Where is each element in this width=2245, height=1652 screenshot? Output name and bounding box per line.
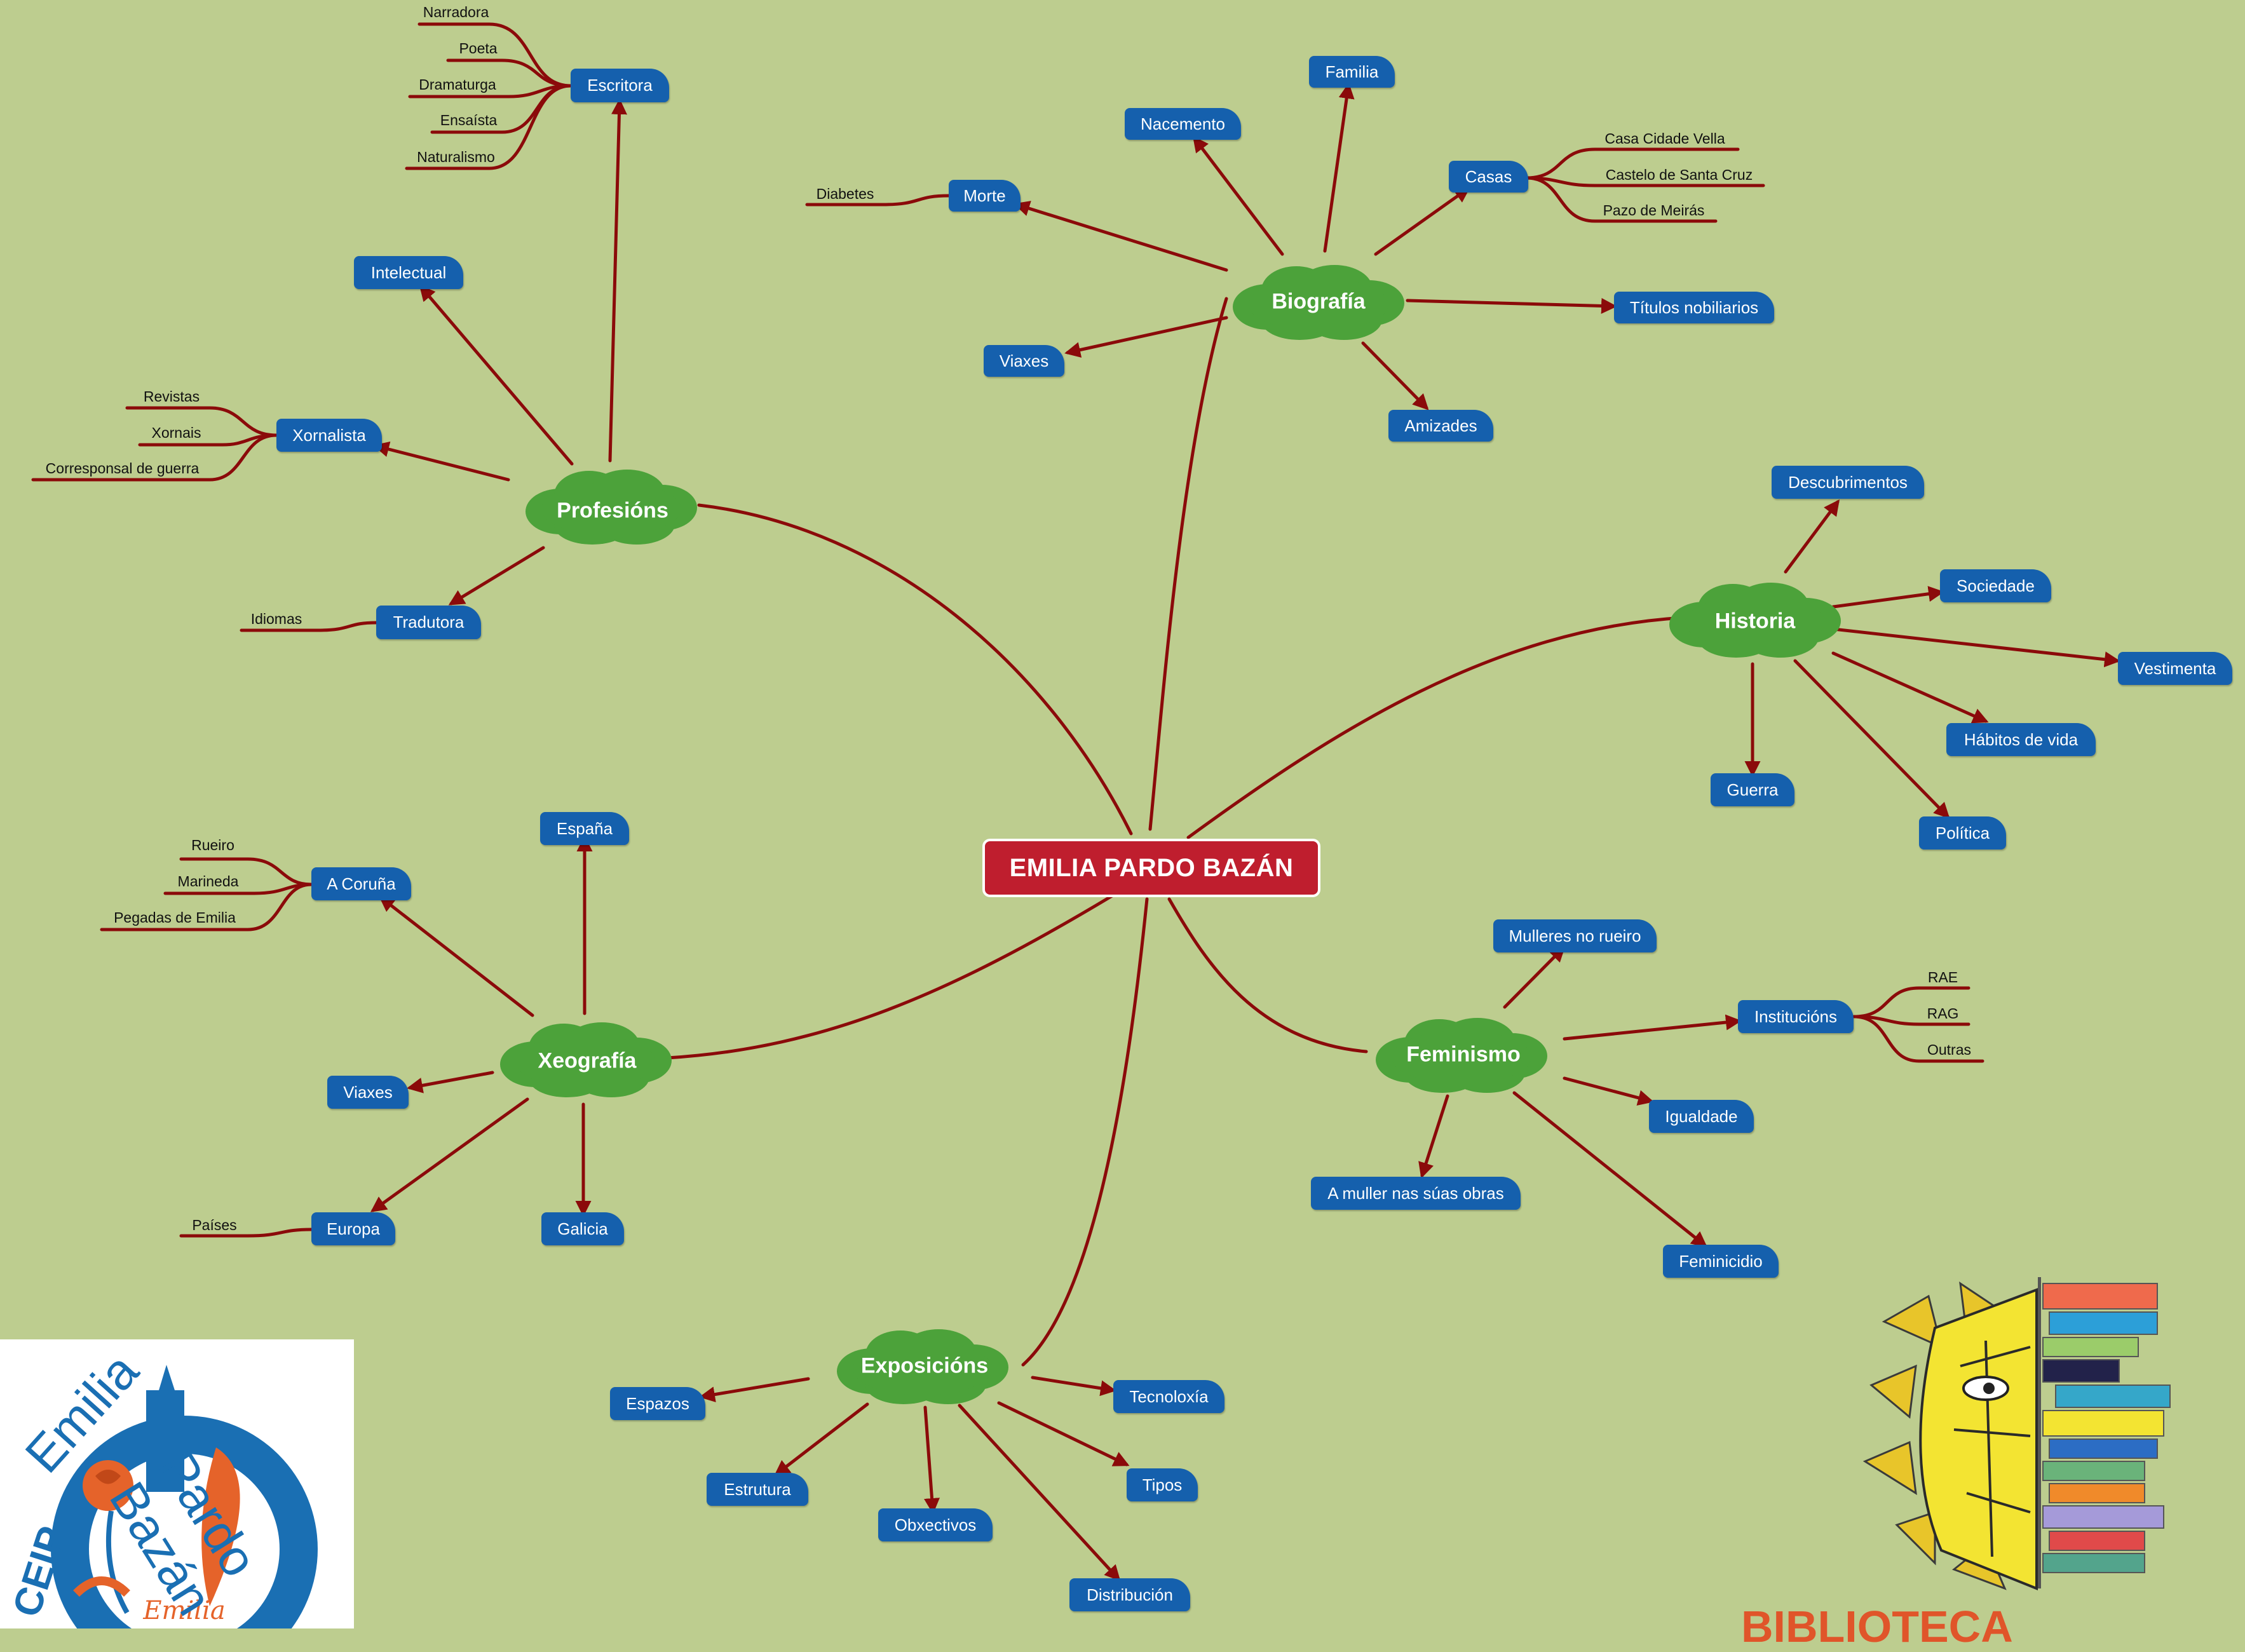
leaf-xornais: Xornais <box>151 424 201 441</box>
leaf-outras: Outras <box>1927 1041 1972 1058</box>
edge-center-xeografia <box>665 894 1114 1060</box>
node-escritora[interactable]: Escritora <box>571 69 669 102</box>
central-topic[interactable]: EMILIA PARDO BAZÁN <box>982 839 1320 897</box>
leaf-narradora: Narradora <box>423 4 489 20</box>
logo-signature: Emilia <box>142 1596 225 1625</box>
node-descubrimentos[interactable]: Descubrimentos <box>1772 466 1924 499</box>
node-tipos[interactable]: Tipos <box>1127 1468 1198 1501</box>
leaf-naturalismo: Naturalismo <box>417 149 495 165</box>
leaf-marineda: Marineda <box>177 873 239 890</box>
library-logo-graphic <box>1862 1277 2171 1590</box>
node-a-coruna[interactable]: A Coruña <box>311 867 411 900</box>
node-estrutura[interactable]: Estrutura <box>707 1473 808 1506</box>
branch-feminismo[interactable]: Feminismo <box>1406 1042 1521 1067</box>
node-espazos[interactable]: Espazos <box>610 1387 705 1420</box>
node-espana[interactable]: España <box>540 812 629 845</box>
edge-center-feminismo <box>1167 897 1368 1053</box>
node-galicia[interactable]: Galicia <box>541 1212 624 1245</box>
node-guerra[interactable]: Guerra <box>1711 773 1794 806</box>
node-familia[interactable]: Familia <box>1309 56 1395 88</box>
leaf-corresponsal-guerra: Corresponsal de guerra <box>45 460 200 477</box>
edge-center-exposicions <box>1021 897 1149 1367</box>
branch-biografia[interactable]: Biografía <box>1272 289 1366 314</box>
branch-exposicions[interactable]: Exposicións <box>860 1353 989 1378</box>
node-viaxes-xeografia[interactable]: Viaxes <box>327 1076 409 1109</box>
node-mulleres-rueiro[interactable]: Mulleres no rueiro <box>1493 919 1657 952</box>
leaf-dramaturga: Dramaturga <box>419 76 496 93</box>
library-logo <box>1859 1271 2214 1601</box>
node-feminicidio[interactable]: Feminicidio <box>1663 1245 1779 1278</box>
node-tecnoloxia[interactable]: Tecnoloxía <box>1113 1380 1224 1413</box>
leaf-pegadas-emilia: Pegadas de Emilia <box>114 909 236 926</box>
branch-profesions[interactable]: Profesións <box>557 498 668 523</box>
leaf-casa-cidade-vella: Casa Cidade Vella <box>1604 130 1725 147</box>
school-logo: Emilia CEIP Emilia Pardo Bazán <box>0 1339 354 1628</box>
node-vestimenta[interactable]: Vestimenta <box>2118 652 2232 685</box>
node-europa[interactable]: Europa <box>311 1212 395 1245</box>
node-titulos-nobiliarios[interactable]: Títulos nobiliarios <box>1614 292 1774 323</box>
branch-historia[interactable]: Historia <box>1714 609 1796 633</box>
library-logo-text: BIBLIOTECA <box>1741 1602 2013 1651</box>
node-intelectual[interactable]: Intelectual <box>354 256 463 289</box>
leaf-rag: RAG <box>1927 1005 1959 1022</box>
node-obxectivos[interactable]: Obxectivos <box>878 1508 993 1541</box>
node-institucions[interactable]: Institucións <box>1738 1000 1854 1033</box>
edge-center-profesions <box>697 503 1133 836</box>
node-morte[interactable]: Morte <box>949 180 1021 212</box>
node-politica[interactable]: Política <box>1919 816 2006 850</box>
node-viaxes-biografia[interactable]: Viaxes <box>984 345 1064 377</box>
node-habitos-vida[interactable]: Hábitos de vida <box>1946 723 2096 756</box>
node-tradutora[interactable]: Tradutora <box>376 606 481 639</box>
leaf-diabetes: Diabetes <box>816 186 874 202</box>
edge-center-biografia <box>1148 297 1228 831</box>
leaf-paises: Países <box>192 1217 237 1233</box>
leaf-poeta: Poeta <box>459 40 498 57</box>
leaf-pazo-meiras: Pazo de Meirás <box>1603 202 1705 219</box>
branch-xeografia[interactable]: Xeografía <box>538 1048 637 1073</box>
edge-center-historia <box>1186 616 1686 839</box>
node-nacemento[interactable]: Nacemento <box>1125 108 1241 140</box>
leaf-rae: RAE <box>1927 969 1958 985</box>
node-sociedade[interactable]: Sociedade <box>1940 569 2051 602</box>
node-casas[interactable]: Casas <box>1449 161 1528 193</box>
node-muller-obras[interactable]: A muller nas súas obras <box>1311 1177 1521 1210</box>
leaf-revistas: Revistas <box>143 388 200 405</box>
node-amizades[interactable]: Amizades <box>1388 410 1493 442</box>
node-distribucion[interactable]: Distribución <box>1069 1578 1190 1611</box>
leaf-ensaista: Ensaísta <box>440 112 498 128</box>
node-xornalista[interactable]: Xornalista <box>276 419 382 452</box>
school-logo-graphic: Emilia <box>51 1365 318 1628</box>
node-igualdade[interactable]: Igualdade <box>1649 1100 1754 1133</box>
leaf-idiomas: Idiomas <box>250 611 302 627</box>
leaf-rueiro: Rueiro <box>191 837 234 853</box>
leaf-castelo-santa-cruz: Castelo de Santa Cruz <box>1605 166 1753 183</box>
